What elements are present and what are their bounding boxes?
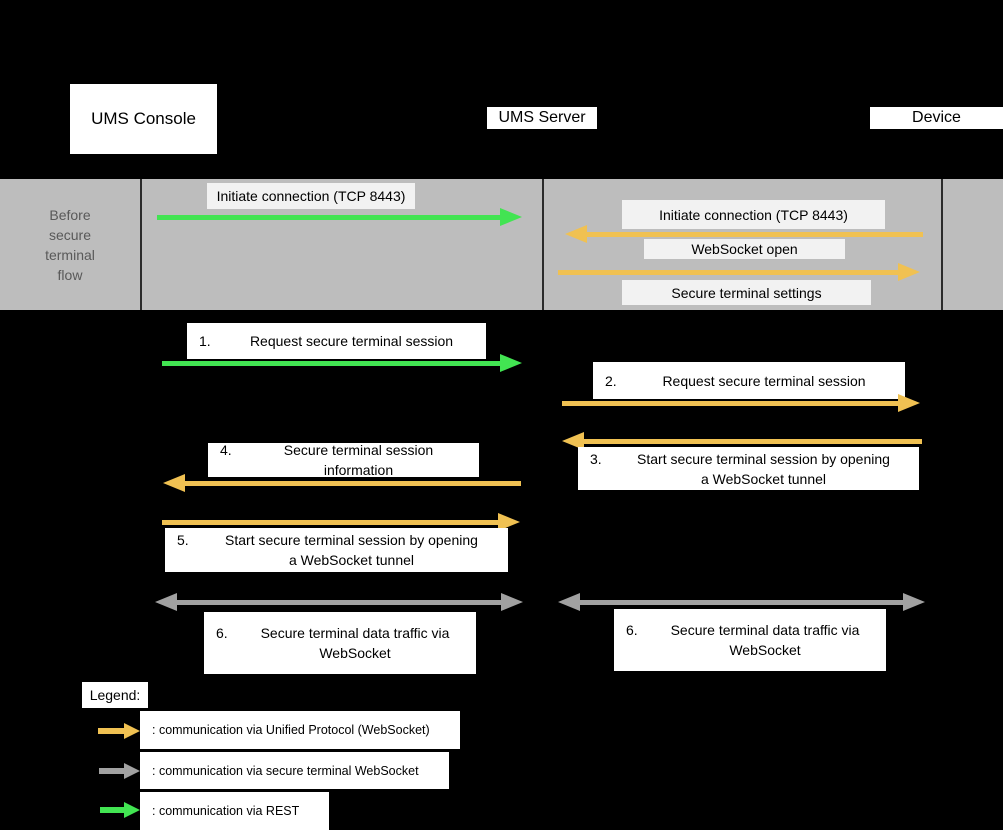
arrow-head-left-icon [163, 474, 185, 492]
step-5-start-session: 5. Start secure terminal session by open… [165, 528, 508, 572]
arrow-head-right-icon [903, 593, 925, 611]
secure-terminal-arrow-step-6-right [558, 592, 925, 612]
step-number: 5. [177, 532, 189, 548]
message-secure-terminal-settings: Secure terminal settings [622, 280, 871, 305]
step-3-start-session: 3. Start secure terminal session by open… [578, 447, 919, 490]
step-text: Start secure terminal session by opening… [637, 450, 890, 487]
arrow-head-right-icon [124, 763, 140, 779]
actor-ums-server-label: UMS Server [498, 109, 586, 126]
step-number: 2. [605, 372, 617, 389]
step-4-session-information: 4. Secure terminal session information [208, 442, 479, 478]
step-text: Secure terminal data traffic via WebSock… [670, 622, 860, 658]
legend-title: Legend: [82, 682, 148, 708]
actor-ums-console-label: UMS Console [91, 109, 196, 128]
step-number: 1. [199, 333, 211, 349]
step-2-request-session: 2. Request secure terminal session [593, 362, 905, 399]
arrow-head-right-icon [898, 394, 920, 412]
arrow-head-left-icon [558, 593, 580, 611]
step-6-data-traffic-left: 6. Secure terminal data traffic via WebS… [204, 612, 476, 674]
band-divider [941, 179, 943, 310]
step-text: Request secure terminal session [249, 333, 454, 349]
actor-device: Device [870, 107, 1003, 129]
arrow-head-right-icon [500, 354, 522, 372]
step-text: Start secure terminal session by opening… [225, 532, 478, 568]
arrow-head-left-icon [155, 593, 177, 611]
unified-protocol-arrow-settings [558, 262, 920, 282]
message-websocket-open: WebSocket open [644, 239, 845, 259]
arrow-head-right-icon [501, 593, 523, 611]
arrow-head-left-icon [565, 225, 587, 243]
step-number: 6. [216, 625, 228, 641]
legend-item-secure-terminal-websocket: : communication via secure terminal WebS… [140, 752, 449, 789]
arrow-head-right-icon [898, 263, 920, 281]
green-arrow-icon [100, 802, 140, 818]
gray-arrow-icon [99, 763, 140, 779]
arrow-head-left-icon [562, 432, 584, 450]
rest-arrow-initiate-connection [157, 207, 522, 227]
band-divider [542, 179, 544, 310]
unified-protocol-arrow-step-2 [562, 393, 920, 413]
legend-item-rest: : communication via REST [140, 792, 329, 830]
arrow-head-right-icon [498, 513, 520, 531]
unified-protocol-arrow-step-4 [163, 473, 521, 493]
step-text: Request secure terminal session [662, 372, 866, 389]
message-initiate-connection-device: Initiate connection (TCP 8443) [622, 200, 885, 229]
step-6-data-traffic-right: 6. Secure terminal data traffic via WebS… [614, 609, 886, 671]
step-number: 6. [626, 622, 638, 638]
step-1-request-session: 1. Request secure terminal session [187, 323, 486, 359]
band-divider [140, 179, 142, 310]
unified-protocol-arrow-initiate [565, 224, 923, 244]
rest-arrow-step-1 [162, 353, 522, 373]
arrow-head-right-icon [124, 723, 140, 739]
unified-protocol-arrow-step-5 [162, 512, 520, 532]
unified-protocol-arrow-step-3 [562, 431, 922, 451]
step-text: Secure terminal data traffic via WebSock… [260, 625, 450, 661]
step-text: Secure terminal session information [283, 442, 434, 478]
actor-ums-server: UMS Server [487, 107, 597, 129]
legend-item-unified-protocol: : communication via Unified Protocol (We… [140, 711, 460, 749]
secure-terminal-arrow-step-6-left [155, 592, 523, 612]
actor-device-label: Device [912, 109, 961, 126]
actor-ums-console: UMS Console [70, 84, 217, 154]
message-initiate-connection-console: Initiate connection (TCP 8443) [207, 183, 415, 209]
orange-arrow-icon [98, 723, 140, 739]
phase-band-label: Before secure terminal flow [45, 206, 95, 283]
arrow-head-right-icon [124, 802, 140, 818]
arrow-head-right-icon [500, 208, 522, 226]
step-number: 3. [590, 450, 602, 467]
step-number: 4. [220, 442, 232, 458]
